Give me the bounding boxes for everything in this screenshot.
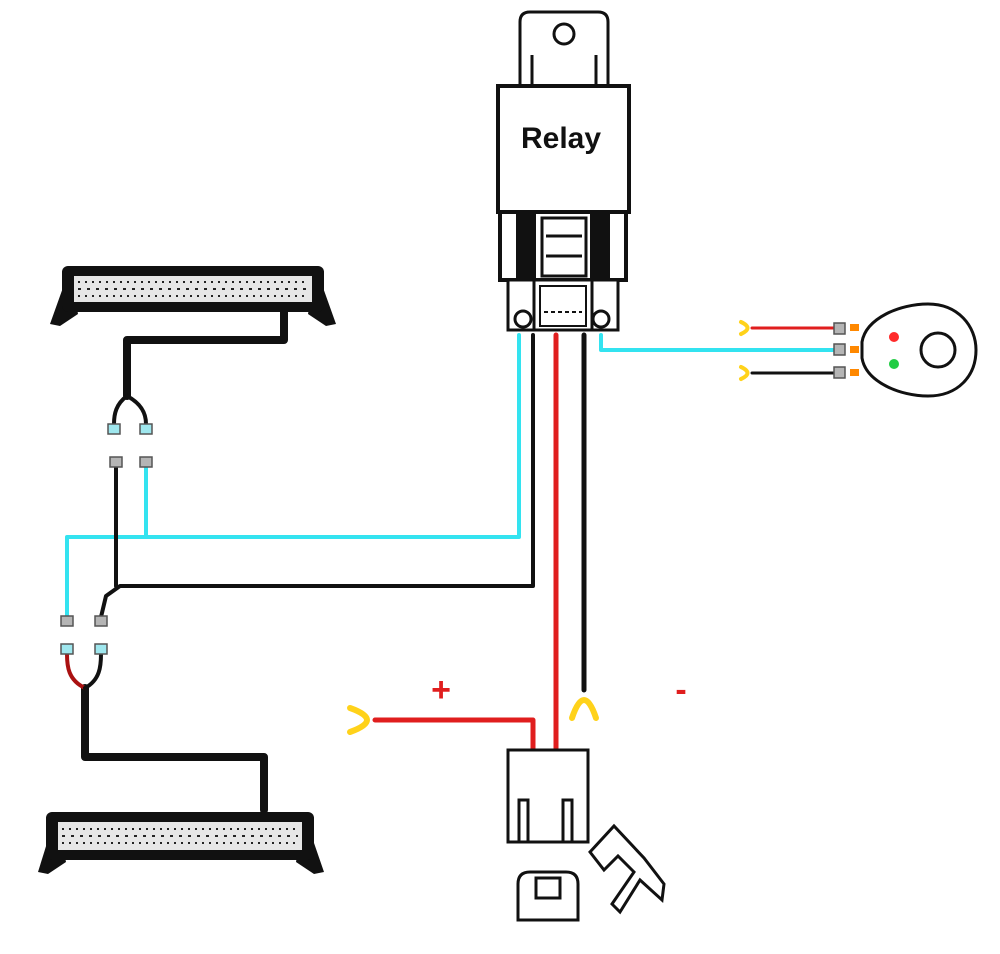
lower-split-white — [83, 652, 103, 690]
switch-plug-cyan — [833, 343, 846, 356]
switch-red-led-icon — [889, 332, 899, 342]
negative-fork-terminal-icon — [569, 697, 599, 721]
connectors — [60, 322, 846, 655]
upper-harness-socket-cyan — [139, 456, 153, 468]
switch-green-led-icon — [889, 359, 899, 369]
relay-mount-hole-icon — [552, 22, 576, 46]
relay-terminal-left-icon — [513, 309, 533, 329]
cyan-switch-wire — [599, 333, 840, 352]
switch-black-fork-terminal-icon — [739, 365, 750, 381]
lower-bar-plug-red — [60, 643, 74, 655]
lower-led-light-bar-icon — [38, 812, 324, 874]
upper-split-black — [112, 394, 129, 426]
upper-bar-plug-cyan — [139, 423, 153, 435]
switch-button-icon — [919, 331, 957, 369]
switch-body — [860, 302, 978, 398]
rocker-switch-icon — [850, 302, 978, 398]
wires — [65, 306, 840, 814]
fuse-holder-icon — [506, 748, 666, 922]
positive-fork-terminal-icon — [347, 705, 370, 735]
lower-bar-plug-white — [94, 643, 108, 655]
relay: Relay — [496, 10, 631, 332]
upper-bar-harness — [123, 306, 288, 400]
relay-body — [496, 84, 631, 214]
upper-split-white — [125, 394, 148, 426]
lower-harness-socket-black — [94, 615, 108, 627]
lower-harness-socket-cyan — [60, 615, 74, 627]
upper-led-light-bar-icon — [50, 266, 336, 326]
switch-red-fork-terminal-icon — [739, 320, 750, 336]
switch-plug-black — [833, 366, 846, 379]
fuse-clip — [588, 823, 666, 915]
relay-label: Relay — [521, 122, 601, 155]
black-relay-wire — [99, 333, 535, 619]
relay-terminal-right-icon — [591, 309, 611, 329]
terminals — [347, 320, 750, 735]
red-positive-wire — [372, 717, 536, 753]
cyan-relay-wire — [65, 333, 521, 619]
negative-label: - — [675, 671, 686, 709]
positive-label: + — [431, 671, 451, 709]
upper-harness-socket-black — [109, 456, 123, 468]
lower-bar-harness — [81, 684, 268, 814]
upper-bar-plug-black — [107, 423, 121, 435]
lower-split-red — [65, 652, 87, 690]
relay-mount-tab — [518, 10, 610, 88]
switch-plug-red — [833, 322, 846, 335]
